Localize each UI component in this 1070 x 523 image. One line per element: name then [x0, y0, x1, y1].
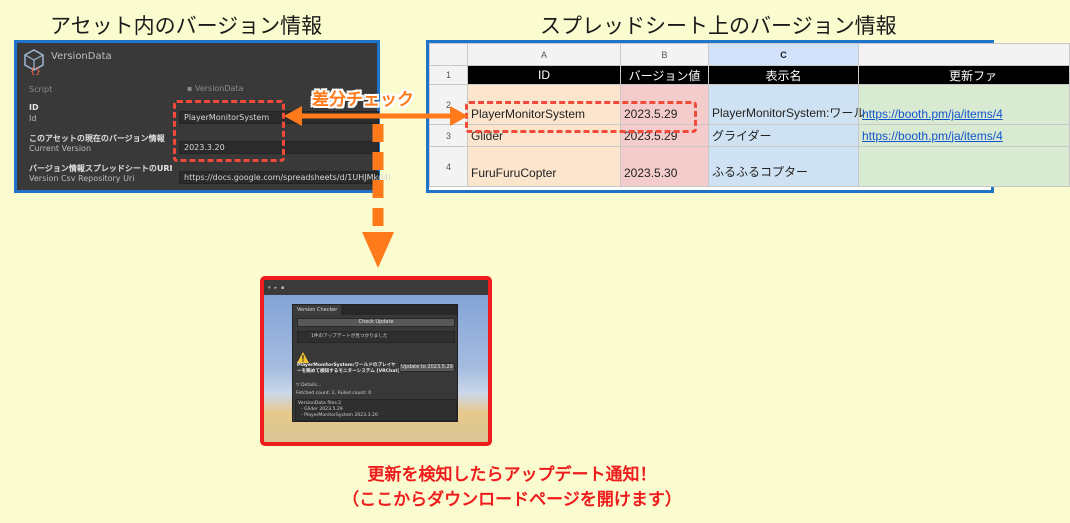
fetched-count-text: Fetched count: 2, Failed count: 0: [296, 391, 372, 396]
diff-check-label: 差分チェック: [312, 90, 414, 110]
caption-line-1: 更新を検知したらアップデート通知！: [367, 465, 657, 485]
toolbar-glyph: ▪: [281, 284, 285, 291]
corner-cell: [429, 43, 468, 66]
update-item-text-1: PlayerMonitorSystem:ワールドのプレイヤ: [297, 363, 396, 368]
column-header-d[interactable]: [858, 43, 1070, 66]
svg-text:{}: {}: [30, 67, 41, 77]
row-number[interactable]: 3: [429, 124, 468, 147]
game-window: ▾ ▸ ▪ Version Checker Check Update 1件のアッ…: [260, 276, 492, 446]
inspector-highlight-box: [173, 100, 285, 162]
double-arrow-compare: [284, 106, 468, 126]
file-item: - PlayerMonitorSystem 2023.3.20: [301, 413, 378, 418]
status-text: 1件のアップデートが見つかりました: [311, 334, 388, 339]
cell-url[interactable]: https://booth.pm/ja/items/4: [858, 124, 1070, 147]
details-foldout[interactable]: ▽ Details...: [296, 383, 322, 388]
header-cell-version[interactable]: バージョン値: [620, 65, 709, 85]
table-row: 2 PlayerMonitorSystem 2023.5.29 PlayerMo…: [429, 84, 1070, 125]
header-cell-id[interactable]: ID: [467, 65, 621, 85]
cell-name[interactable]: グライダー: [708, 124, 859, 147]
cell-id[interactable]: FuruFuruCopter: [467, 146, 621, 187]
spreadsheet-highlight-box: [465, 101, 697, 133]
cell-url[interactable]: [858, 146, 1070, 187]
current-version-field[interactable]: 2023.3.20: [179, 141, 379, 154]
uri-label-ja: バージョン情報スプレッドシートのURI: [29, 164, 173, 173]
file-item: - Glider 2023.5.29: [301, 407, 343, 412]
arrow-layer: [284, 106, 468, 268]
column-header-a[interactable]: A: [467, 43, 621, 66]
uri-label: Version Csv Repository Uri: [29, 174, 135, 183]
id-label: Id: [29, 114, 37, 123]
uri-field[interactable]: https://docs.google.com/spreadsheets/d/1…: [179, 171, 391, 184]
toolbar-glyph: ▸: [274, 284, 278, 291]
cell-id[interactable]: PlayerMonitorSystem: [467, 84, 621, 125]
vc-tabbar: Version Checker: [293, 305, 457, 315]
cell-url[interactable]: https://booth.pm/ja/items/4: [858, 84, 1070, 125]
vc-tab[interactable]: Version Checker: [293, 305, 342, 315]
script-field: ▪ VersionData: [187, 84, 244, 93]
warning-icon: [297, 348, 309, 367]
cell-version[interactable]: 2023.5.30: [620, 146, 709, 187]
files-box: [295, 399, 457, 421]
status-box: [297, 331, 455, 343]
files-title: VersionData files:2: [298, 401, 342, 406]
caption-line-2: （ここからダウンロードページを開けます）: [342, 490, 682, 510]
update-item-text-2: ーを眺めて検知するモニターシステム [VRChat]: [297, 369, 400, 374]
cell-name[interactable]: PlayerMonitorSystem:ワール: [708, 84, 865, 125]
script-label: Script: [29, 85, 53, 94]
down-dashed-arrow: [362, 124, 394, 268]
update-button[interactable]: Update to 2023.5.29: [399, 363, 455, 372]
id-label-ja: ID: [29, 103, 39, 112]
script-value: VersionData: [194, 84, 244, 93]
version-checker-window: Version Checker Check Update 1件のアップデートが見…: [292, 304, 458, 422]
heading-asset-version: アセット内のバージョン情報: [50, 14, 323, 38]
table-row: 4 FuruFuruCopter 2023.5.30 ふるふるコプター: [429, 146, 1070, 187]
cell-url-link[interactable]: https://booth.pm/ja/items/4: [862, 128, 1003, 143]
toolbar-glyph: ▾: [268, 284, 271, 291]
spreadsheet: A B C 1 ID バージョン値 表示名 更新ファ 2 PlayerMonit…: [426, 40, 1070, 193]
column-header-c[interactable]: C: [708, 43, 859, 66]
check-update-button[interactable]: Check Update: [297, 318, 455, 327]
scriptable-object-icon: {}: [23, 49, 45, 77]
inspector-title: VersionData: [51, 51, 112, 62]
current-version-label: Current Version: [29, 144, 92, 153]
current-version-label-ja: このアセットの現在のバージョン情報: [29, 134, 165, 143]
heading-spreadsheet-version: スプレッドシート上のバージョン情報: [540, 14, 897, 38]
cell-url-link[interactable]: https://booth.pm/ja/items/4: [862, 107, 1003, 121]
cell-name[interactable]: ふるふるコプター: [708, 146, 859, 187]
row-number[interactable]: 4: [429, 146, 468, 187]
game-toolbar: ▾ ▸ ▪: [264, 280, 488, 295]
